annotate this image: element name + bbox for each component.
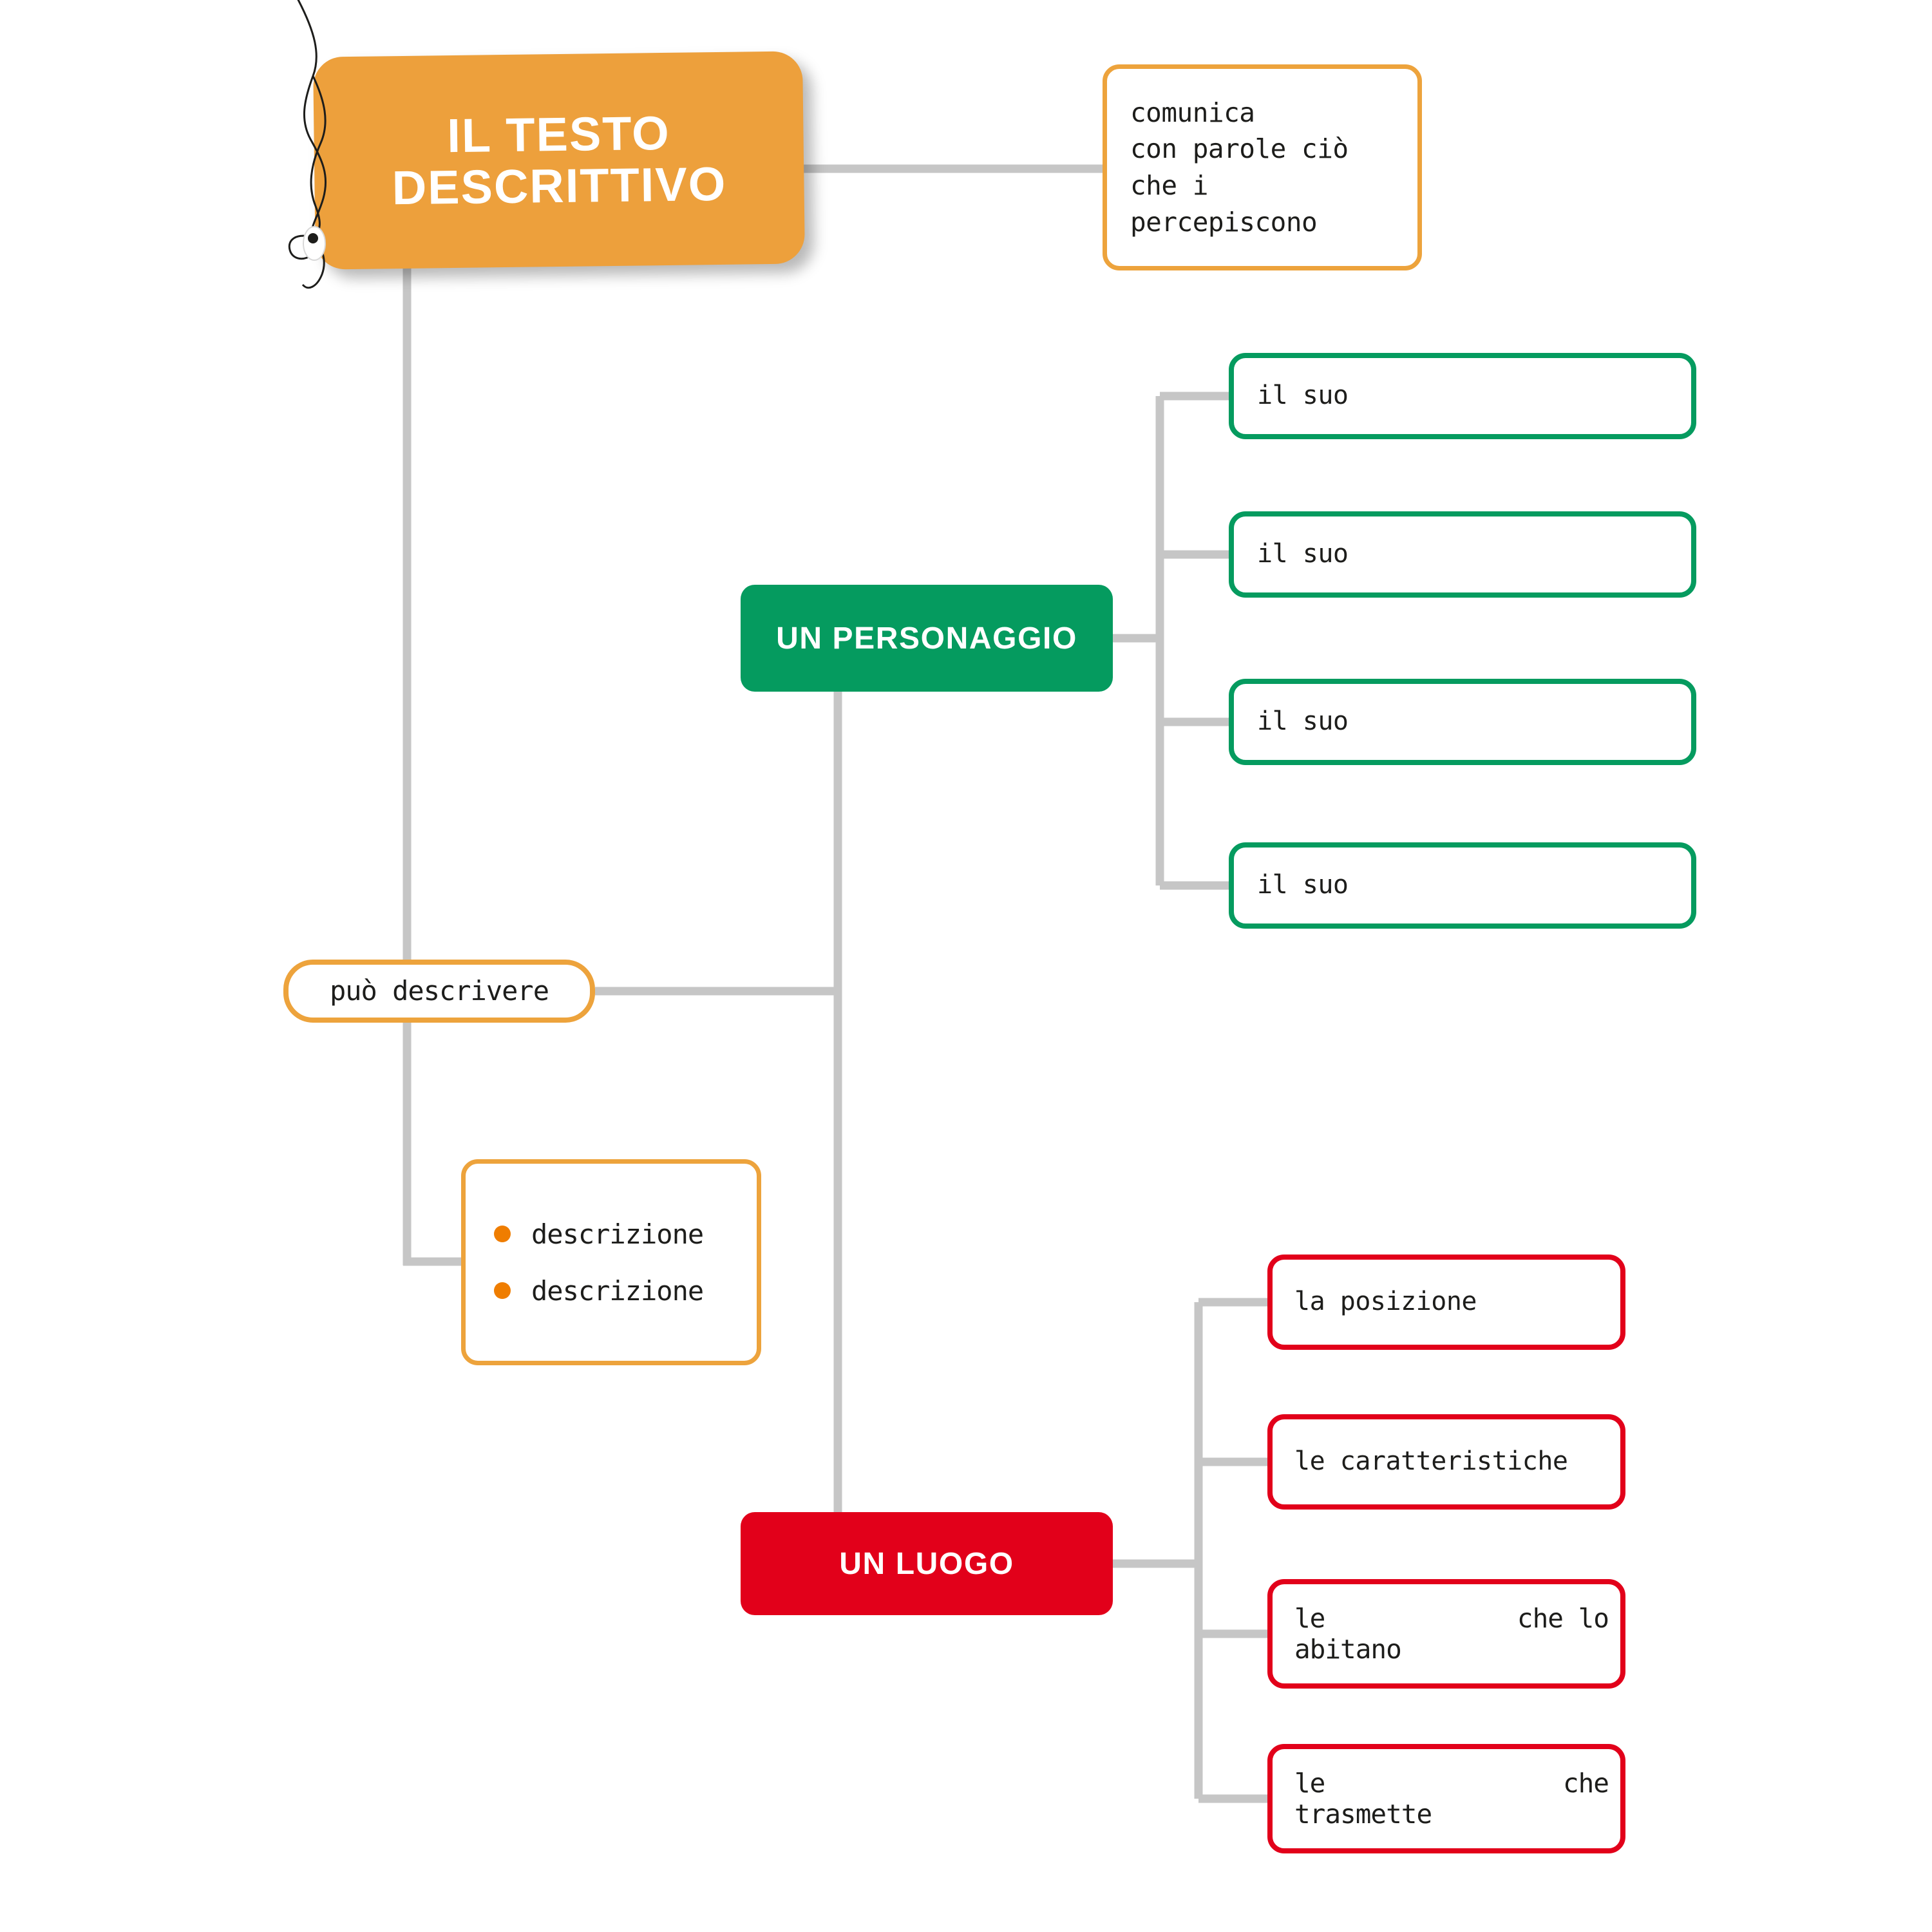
- luogo-child-3-line1: le che lo: [1294, 1603, 1609, 1634]
- descrizione-label-1: descrizione: [531, 1218, 704, 1250]
- personaggio-child-2[interactable]: il suo: [1229, 511, 1696, 598]
- puo-descrivere-box[interactable]: può descrivere: [283, 960, 595, 1023]
- page-title-label: IL TESTO DESCRITTIVO: [392, 106, 727, 215]
- personaggio-child-label-3: il suo: [1257, 706, 1349, 737]
- un-luogo-node[interactable]: UN LUOGO: [741, 1512, 1113, 1615]
- luogo-child-4-right: che: [1562, 1768, 1609, 1799]
- descrizione-list-box[interactable]: descrizione descrizione: [461, 1159, 761, 1365]
- list-item[interactable]: descrizione: [494, 1262, 757, 1319]
- puo-descrivere-label: può descrivere: [329, 974, 549, 1007]
- personaggio-child-label-1: il suo: [1257, 381, 1349, 411]
- luogo-child-label-2: le caratteristiche: [1294, 1446, 1568, 1477]
- personaggio-child-label-4: il suo: [1257, 870, 1349, 900]
- bullet-dot-icon: [494, 1282, 511, 1299]
- descrizione-label-2: descrizione: [531, 1274, 704, 1307]
- luogo-child-3-right: che lo: [1517, 1603, 1609, 1634]
- luogo-child-label-1: la posizione: [1294, 1287, 1477, 1317]
- luogo-child-3-line2: abitano: [1294, 1634, 1402, 1665]
- luogo-child-1[interactable]: la posizione: [1267, 1255, 1625, 1350]
- luogo-child-3[interactable]: le che lo abitano: [1267, 1579, 1625, 1689]
- luogo-child-4-left: le: [1294, 1768, 1325, 1799]
- luogo-child-3-content: le che lo abitano: [1294, 1603, 1609, 1665]
- luogo-child-4-line2: trasmette: [1294, 1799, 1432, 1830]
- comunica-text: comunica con parole ciò che i percepisco…: [1130, 97, 1349, 238]
- un-luogo-label: UN LUOGO: [839, 1546, 1014, 1581]
- personaggio-child-4[interactable]: il suo: [1229, 842, 1696, 929]
- luogo-child-4[interactable]: le che trasmette: [1267, 1744, 1625, 1853]
- comunica-box[interactable]: comunica con parole ciò che i percepisco…: [1103, 64, 1422, 270]
- luogo-child-4-content: le che trasmette: [1294, 1768, 1609, 1830]
- list-item[interactable]: descrizione: [494, 1206, 757, 1262]
- luogo-child-4-line1: le che: [1294, 1768, 1609, 1799]
- luogo-child-2[interactable]: le caratteristiche: [1267, 1414, 1625, 1510]
- personaggio-child-1[interactable]: il suo: [1229, 353, 1696, 439]
- bullet-dot-icon: [494, 1226, 511, 1242]
- tag-string-decoration: [288, 0, 327, 289]
- un-personaggio-node[interactable]: UN PERSONAGGIO: [741, 585, 1113, 692]
- personaggio-child-3[interactable]: il suo: [1229, 679, 1696, 765]
- personaggio-child-label-2: il suo: [1257, 539, 1349, 569]
- luogo-child-3-left: le: [1294, 1603, 1325, 1634]
- un-personaggio-label: UN PERSONAGGIO: [776, 621, 1077, 656]
